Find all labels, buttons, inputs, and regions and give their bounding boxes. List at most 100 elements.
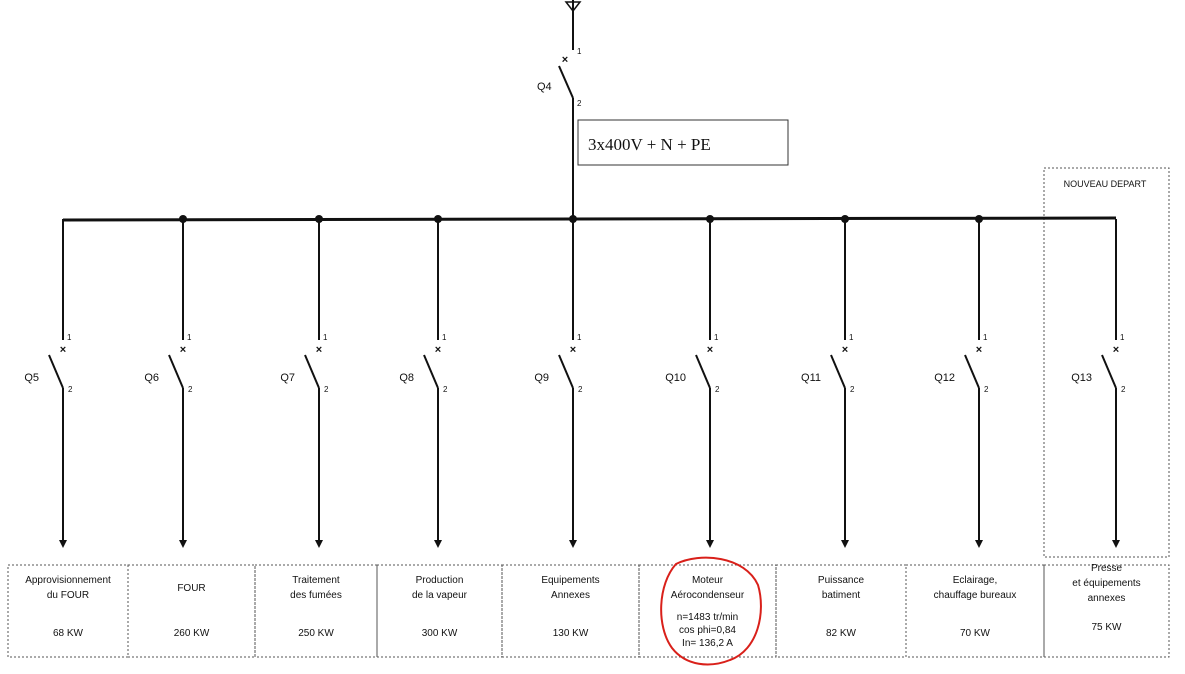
- pin-bottom-q4: 2: [577, 99, 582, 108]
- arrow-down-icon: [434, 540, 442, 548]
- load-name-line: Moteur: [692, 575, 724, 586]
- arrow-down-icon: [315, 540, 323, 548]
- breaker-blade: [304, 354, 320, 389]
- feeder-q10: × Q10 1 2: [665, 215, 720, 548]
- breaker-label: Q11: [801, 372, 821, 384]
- arrow-down-icon: [706, 540, 714, 548]
- incoming-supply: [564, 0, 582, 50]
- pin-top-q4: 1: [577, 47, 582, 56]
- load-name-line: du FOUR: [47, 590, 89, 601]
- breaker-label: Q7: [280, 372, 295, 384]
- load-box-q8: Production de la vapeur 300 KW: [376, 564, 503, 658]
- breaker-blade: [830, 354, 846, 389]
- breaker-contact-mark: ×: [60, 344, 66, 356]
- highlight-circle: [660, 556, 762, 666]
- load-name-line: Presse: [1091, 563, 1123, 574]
- arrow-down-icon: [179, 540, 187, 548]
- breaker-contact-mark: ×: [976, 344, 982, 356]
- load-name-line: Equipements: [541, 575, 599, 586]
- pin-top-label: 1: [67, 333, 72, 342]
- pin-top-label: 1: [983, 333, 988, 342]
- busbar: [62, 216, 1117, 222]
- pin-bottom-label: 2: [850, 385, 855, 394]
- load-name-line: batiment: [822, 590, 861, 601]
- pin-bottom-label: 2: [578, 385, 583, 394]
- breaker-blade: [558, 354, 574, 389]
- breaker-label-q4: Q4: [537, 81, 552, 93]
- breaker-contact-mark: ×: [707, 344, 713, 356]
- breaker-contact-mark: ×: [1113, 344, 1119, 356]
- load-power: 130 KW: [553, 628, 589, 639]
- load-power: 250 KW: [298, 628, 334, 639]
- pin-top-label: 1: [187, 333, 192, 342]
- load-box-border: [1043, 564, 1170, 658]
- load-name-line: Eclairage,: [953, 575, 997, 586]
- pin-top-label: 1: [714, 333, 719, 342]
- supply-label: 3x400V + N + PE: [588, 135, 711, 154]
- breaker-contact-mark: ×: [570, 344, 576, 356]
- pin-bottom-label: 2: [324, 385, 329, 394]
- load-name-line: chauffage bureaux: [934, 590, 1017, 601]
- arrow-down-icon: [975, 540, 983, 548]
- load-power: 300 KW: [422, 628, 458, 639]
- breaker-blade: [1101, 354, 1117, 389]
- arrow-down-icon: [59, 540, 67, 548]
- feeder-q9: × Q9 1 2: [534, 215, 583, 548]
- pin-bottom-label: 2: [1121, 385, 1126, 394]
- breaker-blade: [48, 354, 64, 389]
- pin-top-label: 1: [1120, 333, 1125, 342]
- pin-top-label: 1: [577, 333, 582, 342]
- breaker-blade: [964, 354, 980, 389]
- load-name-line: Traitement: [292, 575, 340, 586]
- new-departure-label: NOUVEAU DEPART: [1064, 179, 1147, 189]
- pin-bottom-label: 2: [443, 385, 448, 394]
- load-name-line: Production: [416, 575, 464, 586]
- arrow-down-icon: [841, 540, 849, 548]
- breaker-contact-mark: ×: [435, 344, 441, 356]
- pin-top-label: 1: [323, 333, 328, 342]
- motor-detail-line: n=1483 tr/min: [677, 612, 738, 623]
- load-name-line: FOUR: [177, 583, 205, 594]
- load-power: 82 KW: [826, 628, 857, 639]
- breaker-label: Q13: [1071, 372, 1092, 384]
- svg-text:×: ×: [562, 54, 568, 66]
- pin-top-label: 1: [442, 333, 447, 342]
- load-name-line: Annexes: [551, 590, 590, 601]
- feeder-q13: × Q13 1 2: [1071, 219, 1126, 548]
- load-power: 75 KW: [1091, 622, 1122, 633]
- load-box-border: [376, 564, 503, 658]
- breaker-contact-mark: ×: [842, 344, 848, 356]
- load-name-line: de la vapeur: [412, 590, 468, 601]
- breaker-contact-mark: ×: [180, 344, 186, 356]
- breaker-label: Q10: [665, 372, 686, 384]
- arrow-down-icon: [569, 540, 577, 548]
- load-box-border: [127, 564, 256, 658]
- motor-detail-line: In= 136,2 A: [682, 638, 733, 649]
- breaker-blade: [695, 354, 711, 389]
- new-departure-box: NOUVEAU DEPART: [1043, 167, 1170, 558]
- arrow-down-icon: [1112, 540, 1120, 548]
- motor-detail-line: cos phi=0,84: [679, 625, 736, 636]
- load-name-line: Puissance: [818, 575, 865, 586]
- breaker-blade: [168, 354, 184, 389]
- load-name-line: Approvisionnement: [25, 575, 111, 586]
- supply-arrow-icon: [564, 1, 582, 13]
- pin-bottom-label: 2: [715, 385, 720, 394]
- breaker-label: Q9: [534, 372, 549, 384]
- load-box-border: [638, 564, 777, 658]
- pin-bottom-label: 2: [188, 385, 193, 394]
